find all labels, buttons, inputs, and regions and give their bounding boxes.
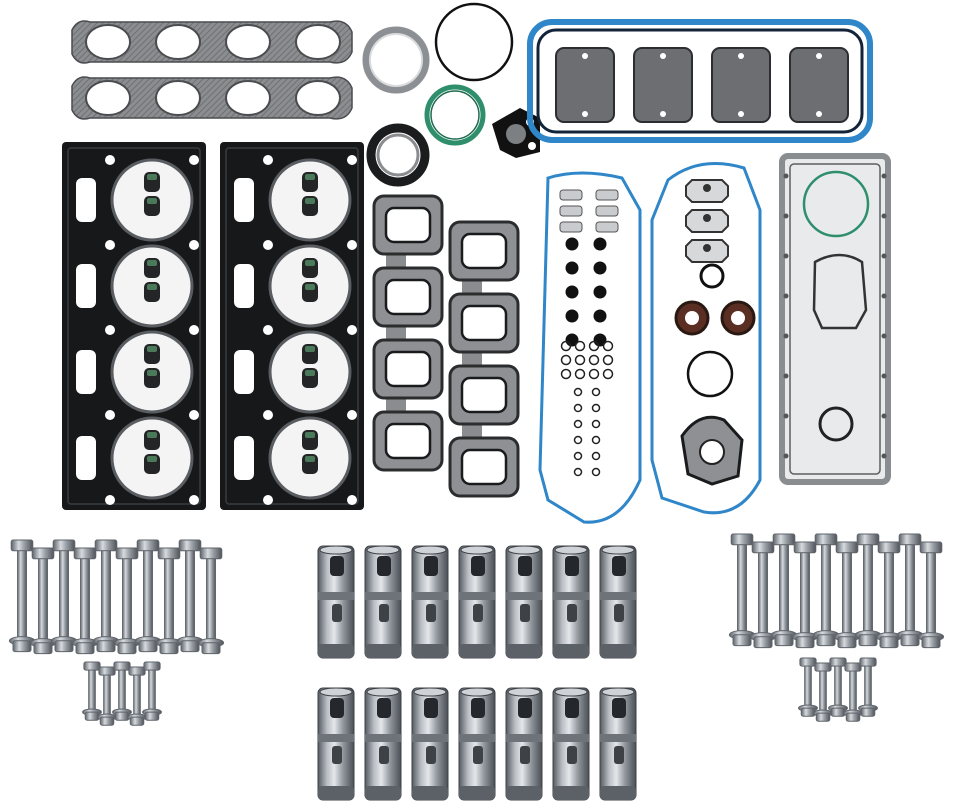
head-bolt	[112, 661, 132, 721]
head-bolt	[798, 657, 818, 717]
lifter	[317, 545, 355, 659]
valve-cover-pad	[555, 47, 615, 123]
valve-stem-seal	[144, 282, 160, 302]
head-gasket	[220, 142, 364, 510]
head-bolt	[142, 661, 162, 721]
head-bolt	[917, 541, 945, 649]
valve-stem-seal	[144, 258, 160, 278]
grommet	[565, 237, 579, 251]
head-bolt	[29, 547, 57, 655]
head-bolt	[828, 657, 848, 717]
grommet	[593, 333, 607, 347]
hydraulic-lifters	[317, 545, 637, 801]
valve-cover-pad	[711, 47, 771, 123]
head-bolt	[749, 541, 777, 649]
head-bolt	[197, 547, 225, 655]
head-bolt	[854, 533, 882, 647]
head-bolt	[8, 539, 36, 653]
lifter	[364, 687, 402, 801]
head-bolt	[833, 541, 861, 649]
lifter	[552, 545, 590, 659]
head-bolt	[896, 533, 924, 647]
intake-gasket	[372, 194, 444, 472]
head-bolt	[134, 539, 162, 653]
intake-gasket	[448, 220, 520, 498]
head-bolt	[875, 541, 903, 649]
head-bolt	[113, 547, 141, 655]
valve-stem-seal	[302, 344, 318, 364]
head-bolt	[71, 547, 99, 655]
grommet	[593, 285, 607, 299]
grommet	[593, 237, 607, 251]
lifter	[317, 687, 355, 801]
head-bolt	[791, 541, 819, 649]
valve-cover-gasket	[527, 19, 873, 143]
exhaust-gasket	[71, 76, 353, 120]
head-bolt	[813, 662, 833, 722]
grommet	[565, 285, 579, 299]
head-bolt	[50, 539, 78, 653]
valve-stem-seal	[302, 454, 318, 474]
exhaust-gasket	[71, 20, 353, 64]
cylinder-head-gaskets	[62, 142, 364, 510]
round-seals	[362, 2, 514, 187]
valve-stem-seal	[144, 430, 160, 450]
valve-stem-seal	[302, 368, 318, 388]
valve-stem-seal	[302, 430, 318, 450]
lifter	[458, 545, 496, 659]
head-bolt	[92, 539, 120, 653]
intake-manifold-gaskets	[372, 194, 520, 498]
timing-cover-gasket	[538, 171, 642, 524]
grommet	[565, 261, 579, 275]
head-bolt	[176, 539, 204, 653]
valve-stem-seal	[144, 454, 160, 474]
exhaust-manifold-gaskets	[71, 20, 353, 120]
lifter	[364, 545, 402, 659]
head-bolt	[843, 662, 863, 722]
valve-stem-seal	[144, 344, 160, 364]
valve-stem-seal	[144, 172, 160, 192]
lifter	[552, 687, 590, 801]
valve-stem-seal	[302, 282, 318, 302]
valve-cover-pad	[789, 47, 849, 123]
grommet	[593, 309, 607, 323]
front-cover-gasket	[650, 162, 762, 515]
lifter	[505, 687, 543, 801]
lifter	[411, 545, 449, 659]
valve-stem-seal	[302, 258, 318, 278]
head-bolts-right-set	[728, 533, 945, 722]
head-gasket	[62, 142, 206, 510]
lifter	[458, 687, 496, 801]
grommet	[565, 309, 579, 323]
head-bolt	[155, 547, 183, 655]
lifter	[505, 545, 543, 659]
oil-pan-gasket	[779, 153, 891, 485]
valve-stem-seal	[302, 196, 318, 216]
valve-stem-seal	[302, 172, 318, 192]
valve-cover-pad	[633, 47, 693, 123]
lifter	[599, 687, 637, 801]
valve-stem-seal	[144, 368, 160, 388]
valve-stem-seal	[144, 196, 160, 216]
head-bolt	[812, 533, 840, 647]
head-bolt	[97, 666, 117, 726]
head-bolt	[82, 661, 102, 721]
grommet	[593, 261, 607, 275]
head-bolt	[770, 533, 798, 647]
head-bolt	[858, 657, 878, 717]
lifter	[411, 687, 449, 801]
head-bolt	[127, 666, 147, 726]
head-bolt	[728, 533, 756, 647]
lifter	[599, 545, 637, 659]
grommet	[565, 333, 579, 347]
head-bolts-left-set	[8, 539, 225, 726]
